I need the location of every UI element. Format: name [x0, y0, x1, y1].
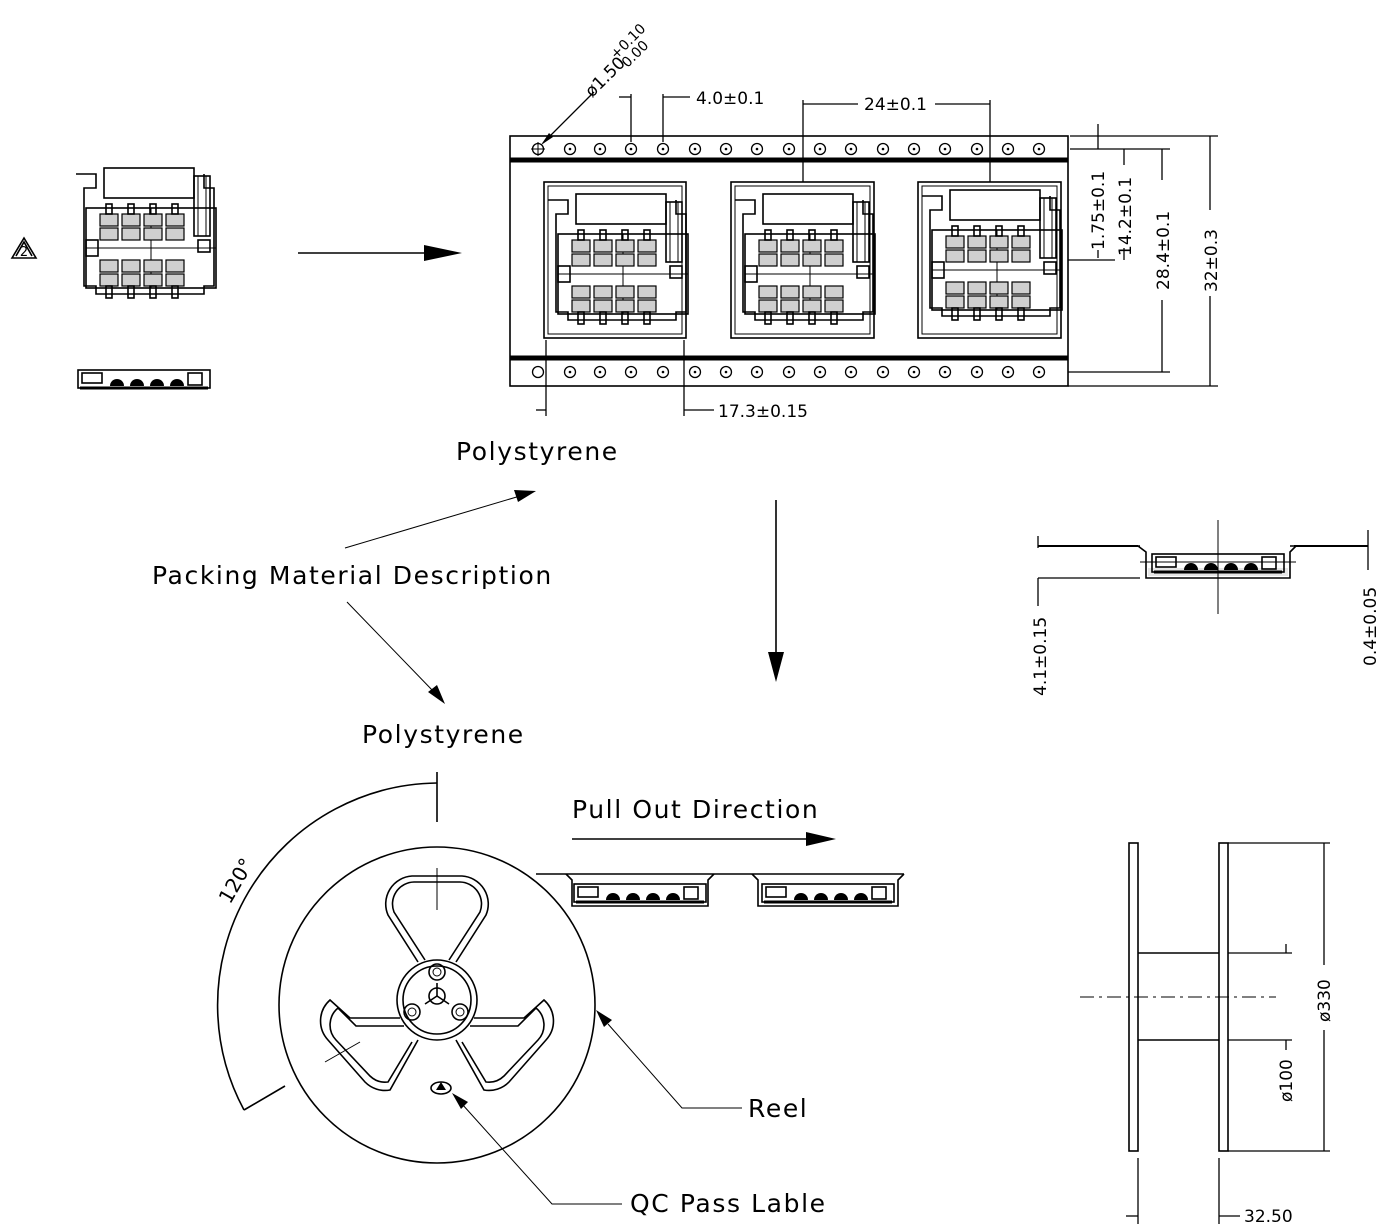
- label-reel: Reel: [748, 1094, 808, 1123]
- reel-dia-text: ø330: [1315, 979, 1335, 1022]
- tape-pocket-2: [730, 181, 876, 339]
- revision-number: 2: [20, 245, 28, 260]
- dim-hole-diameter: ø1.50 +0.10 0.00: [541, 21, 652, 145]
- hub-dia-text: ø100: [1277, 1059, 1297, 1102]
- label-polystyrene-top: Polystyrene: [456, 437, 619, 466]
- tape-width-text: 32±0.3: [1202, 229, 1222, 292]
- dim-hole-pitch: 4.0±0.1: [619, 89, 764, 142]
- component-side-view: [76, 368, 212, 390]
- label-polystyrene-bottom: Polystyrene: [362, 720, 525, 749]
- pocket-width-text: 17.3±0.15: [718, 402, 808, 422]
- tape-thickness-text: 0.4±0.05: [1361, 587, 1381, 666]
- dim-pocket-width: 17.3±0.15: [536, 340, 808, 422]
- reel-angle-text: 120°: [214, 854, 259, 908]
- pocket-pitch-text: 24±0.1: [864, 95, 927, 115]
- hole-pitch-text: 4.0±0.1: [696, 89, 764, 109]
- reel-leader: [596, 1010, 742, 1109]
- process-arrow: [298, 245, 462, 261]
- label-qc-pass: QC Pass Lable: [630, 1189, 827, 1218]
- pull-out-arrow: [572, 832, 836, 846]
- dim-pocket-pitch: 24±0.1: [802, 95, 991, 182]
- pocket-length-text: 28.4±0.1: [1154, 211, 1174, 290]
- pocket-offset-text: 14.2±0.1: [1116, 177, 1136, 256]
- hole-edge-text: 1.75±0.1: [1089, 171, 1109, 250]
- tape-cross-section: 4.1±0.15 0.4±0.05: [1031, 520, 1381, 696]
- tape-pocket-3: [917, 181, 1063, 339]
- component-top-view: [75, 167, 217, 299]
- pocket-depth-text: 4.1±0.15: [1031, 617, 1051, 696]
- reel-side-view: ø330 ø100 32.50: [1080, 842, 1335, 1224]
- label-packing-material: Packing Material Description: [152, 561, 553, 590]
- carrier-tape: [509, 135, 1069, 387]
- leader-arrows: [344, 490, 536, 704]
- dim-right-side: 1.75±0.1 14.2±0.1 28.4±0.1 32±0.3: [1068, 124, 1222, 387]
- tape-pocket-1: [543, 181, 689, 339]
- tape-pull-out: [536, 873, 905, 907]
- qc-leader: [452, 1093, 622, 1205]
- reel-front-view: 120°: [214, 772, 596, 1164]
- reel-width-text: 32.50: [1244, 1207, 1293, 1224]
- revision-mark: 2: [10, 236, 38, 260]
- sprocket-holes: [531, 142, 1046, 379]
- down-arrow: [768, 500, 784, 682]
- label-pull-out: Pull Out Direction: [572, 795, 819, 824]
